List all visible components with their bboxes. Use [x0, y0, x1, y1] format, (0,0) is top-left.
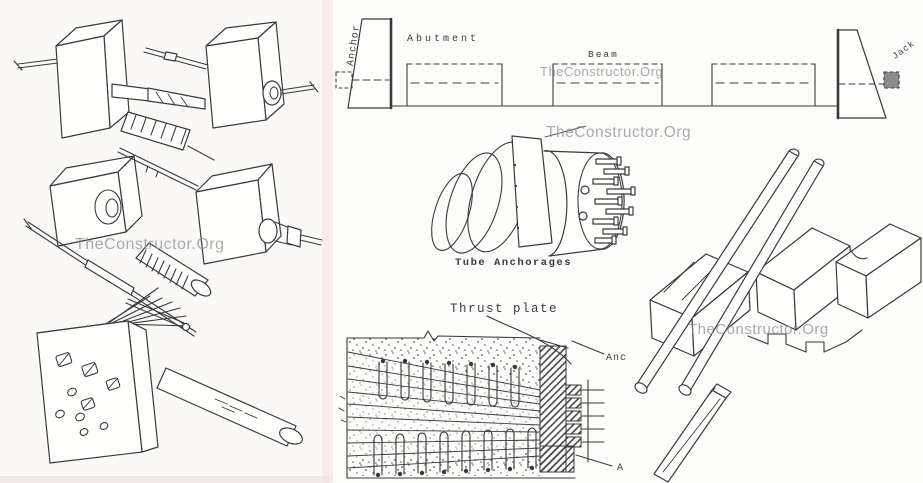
stirrup-loops-upper — [378, 358, 520, 408]
beam-3 — [711, 63, 816, 107]
tube-anchorages-caption: Tube Anchorages — [455, 257, 572, 269]
anchor-plate-drawing — [36, 287, 191, 464]
a-label: A — [617, 463, 623, 474]
scan-edge-strip — [0, 476, 330, 483]
barrel-block-right-drawing — [117, 147, 323, 265]
thrust-plate-detail-drawing: Thrust plate Anc A — [338, 302, 627, 479]
beam-1 — [406, 63, 503, 107]
beam-2 — [552, 63, 663, 107]
shear-key-profile — [747, 329, 863, 353]
scan-seam — [322, 0, 333, 483]
anchorage-pins — [592, 156, 636, 245]
thrust-plate-leader — [486, 315, 572, 365]
blocks-and-rods-drawing — [634, 148, 922, 483]
concrete-stipple-upper — [347, 338, 540, 386]
anchorage-components-figure — [13, 19, 323, 464]
tube-anchorage-drawing: Tube Anchorages — [431, 125, 636, 269]
pretensioning-bed-diagram: Anchor Abutment Beam Jack — [335, 17, 917, 120]
barrel-block-left-drawing — [49, 155, 143, 247]
abutment-label: Abutment — [407, 33, 479, 45]
long-cable-drawing — [23, 218, 197, 337]
prestressing-rods — [634, 148, 825, 396]
watermark-middle: TheConstructor.Org — [546, 124, 691, 141]
anchor-block-left-drawing — [13, 19, 215, 161]
thrust-plate-title: Thrust plate — [450, 302, 558, 316]
concrete-top-edge — [346, 330, 541, 342]
ribbed-sleeve-drawing — [135, 242, 212, 297]
stirrup-loops-lower — [373, 427, 537, 478]
jack-block-dashed — [883, 71, 900, 89]
tendon-fan — [347, 351, 541, 469]
round-rod-drawing — [156, 367, 303, 447]
rectangular-bar — [653, 383, 732, 483]
watermark-top: TheConstructor.Org — [540, 64, 663, 79]
anchor-plate-section — [539, 339, 605, 473]
watermark-left: TheConstructor.Org — [75, 236, 225, 253]
anchor-block-right-drawing — [143, 21, 319, 129]
watermark-bottom-right: TheConstructor.Org — [688, 321, 829, 338]
anc-label: Anc — [606, 353, 627, 364]
beam-label: Beam — [588, 49, 619, 60]
